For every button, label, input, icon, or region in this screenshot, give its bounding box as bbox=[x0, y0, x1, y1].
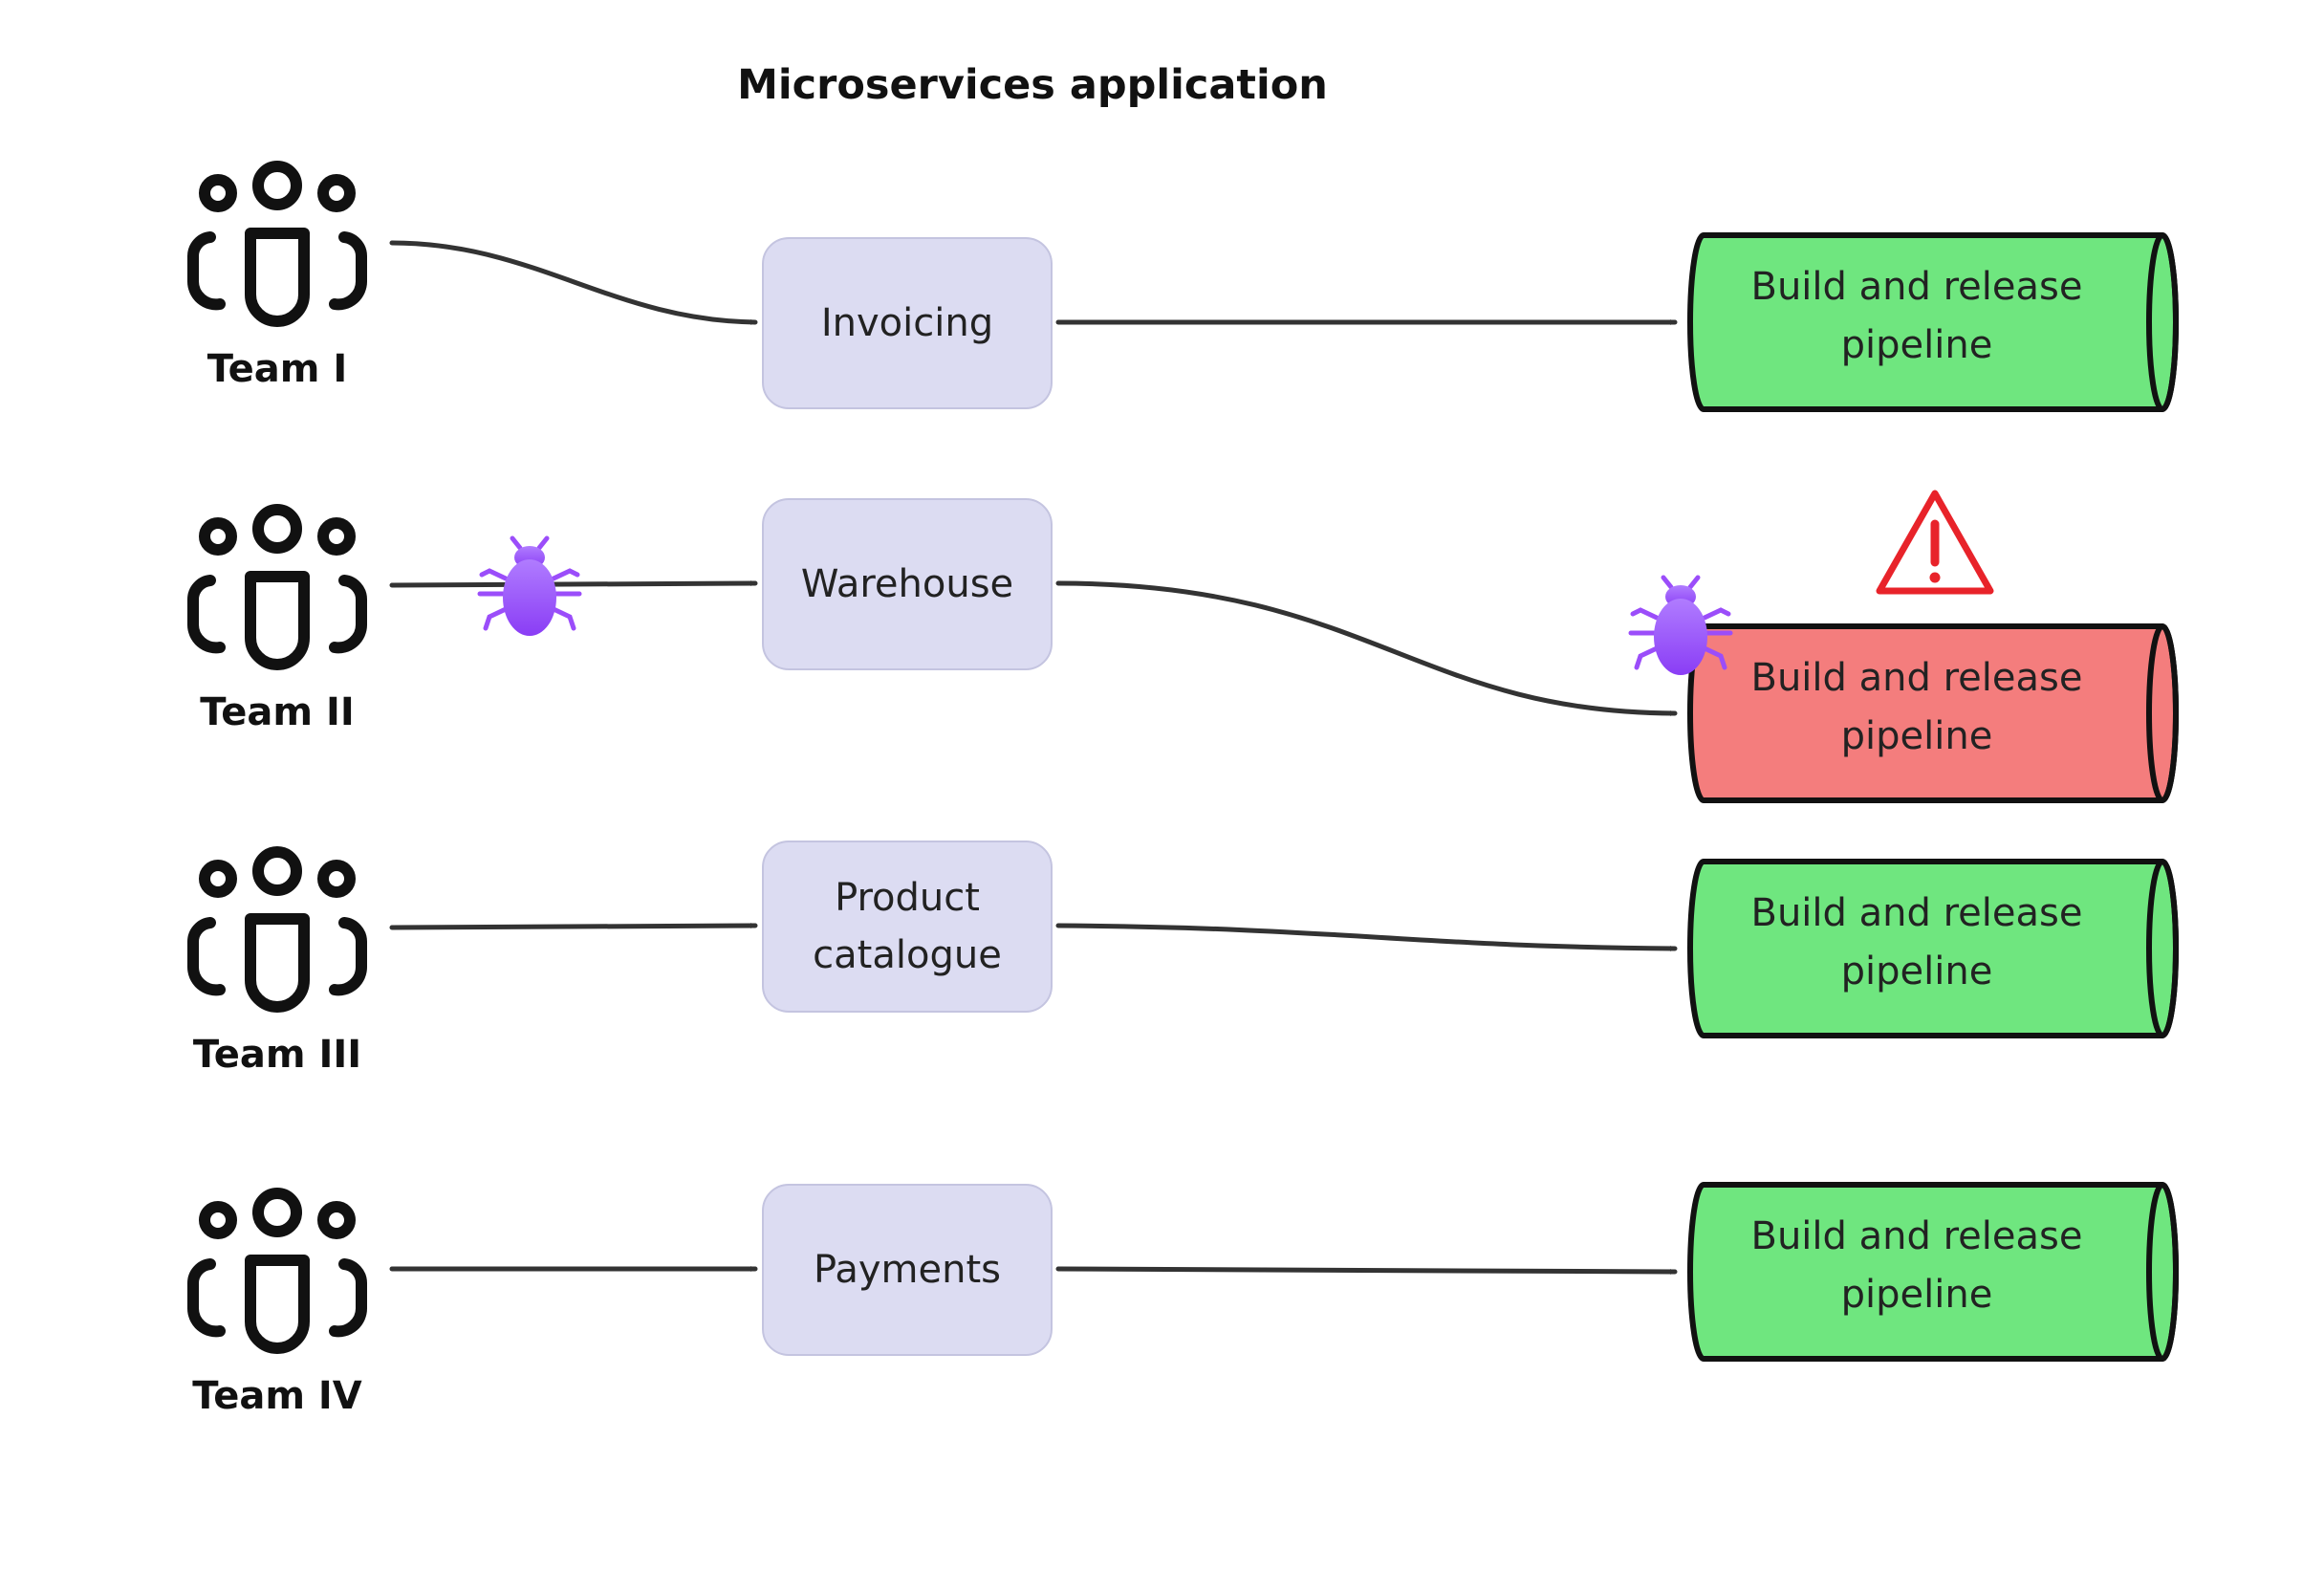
warning-icon bbox=[1876, 490, 1994, 595]
pipeline-label: Build and release pipeline bbox=[1750, 656, 2083, 758]
pipeline-3: Build and release pipeline bbox=[1683, 858, 2180, 1039]
pipeline-label: Build and release pipeline bbox=[1750, 891, 2083, 993]
team-icon bbox=[186, 1188, 368, 1354]
pipeline-cylinder bbox=[1687, 1182, 2179, 1362]
arrow-team1-to-service bbox=[389, 240, 758, 325]
team-label: Team II bbox=[200, 690, 355, 734]
pipeline-4: Build and release pipeline bbox=[1683, 1181, 2180, 1363]
bug-icon bbox=[477, 535, 582, 636]
arrow-service2-to-pipeline bbox=[1055, 580, 1678, 716]
pipeline-label: Build and release pipeline bbox=[1750, 1214, 2083, 1317]
pipeline-2-failed: Build and release pipeline bbox=[1683, 622, 2180, 804]
service-invoicing: Invoicing bbox=[762, 237, 1053, 409]
bug-icon bbox=[1628, 575, 1733, 675]
pipeline-label: Build and release pipeline bbox=[1750, 265, 2083, 367]
pipeline-1: Build and release pipeline bbox=[1683, 231, 2180, 413]
arrow-team2-to-service bbox=[389, 580, 758, 588]
team-icon bbox=[186, 504, 368, 670]
service-warehouse: Warehouse bbox=[762, 498, 1053, 670]
team-icon bbox=[186, 846, 368, 1013]
service-payments: Payments bbox=[762, 1184, 1053, 1356]
arrow-service3-to-pipeline bbox=[1055, 923, 1678, 951]
pipeline-cylinder bbox=[1687, 859, 2179, 1038]
diagram-title: Microservices application bbox=[737, 61, 1328, 109]
service-product-catalogue: Product catalogue bbox=[762, 841, 1053, 1013]
team-label: Team IV bbox=[192, 1374, 362, 1418]
team-label: Team I bbox=[206, 347, 348, 391]
pipeline-cylinder bbox=[1687, 232, 2179, 412]
arrow-team3-to-service bbox=[389, 923, 758, 930]
team-label: Team III bbox=[192, 1033, 362, 1077]
arrow-service4-to-pipeline bbox=[1055, 1266, 1678, 1275]
team-icon bbox=[186, 161, 368, 327]
